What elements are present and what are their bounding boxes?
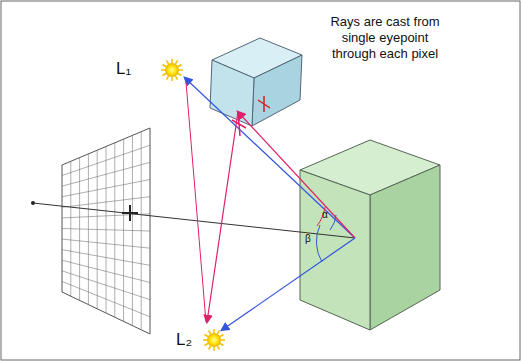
light-source	[203, 329, 225, 351]
hit-cross	[258, 96, 270, 112]
green-object	[300, 140, 440, 330]
caption-note: Rays are cast from single eyepoint throu…	[321, 14, 449, 62]
light-label: L₁	[116, 59, 131, 79]
reflected-shadow-ray	[207, 112, 238, 322]
angle-arc	[330, 215, 336, 230]
hit-cross	[232, 112, 246, 136]
light-source	[161, 59, 183, 81]
primary-ray	[33, 203, 355, 238]
angle-label: β	[305, 233, 311, 244]
angle-label: α	[322, 209, 328, 220]
light-ray	[186, 82, 206, 322]
shadow-ray-l1	[185, 78, 355, 238]
angle-arc	[316, 225, 322, 262]
shadow-ray-l2	[222, 238, 355, 330]
reflected-ray	[238, 112, 355, 238]
light-label: L₂	[176, 330, 192, 350]
pixel-cross	[122, 205, 138, 221]
blue-object	[210, 38, 302, 126]
image-plane-grid	[62, 128, 150, 334]
